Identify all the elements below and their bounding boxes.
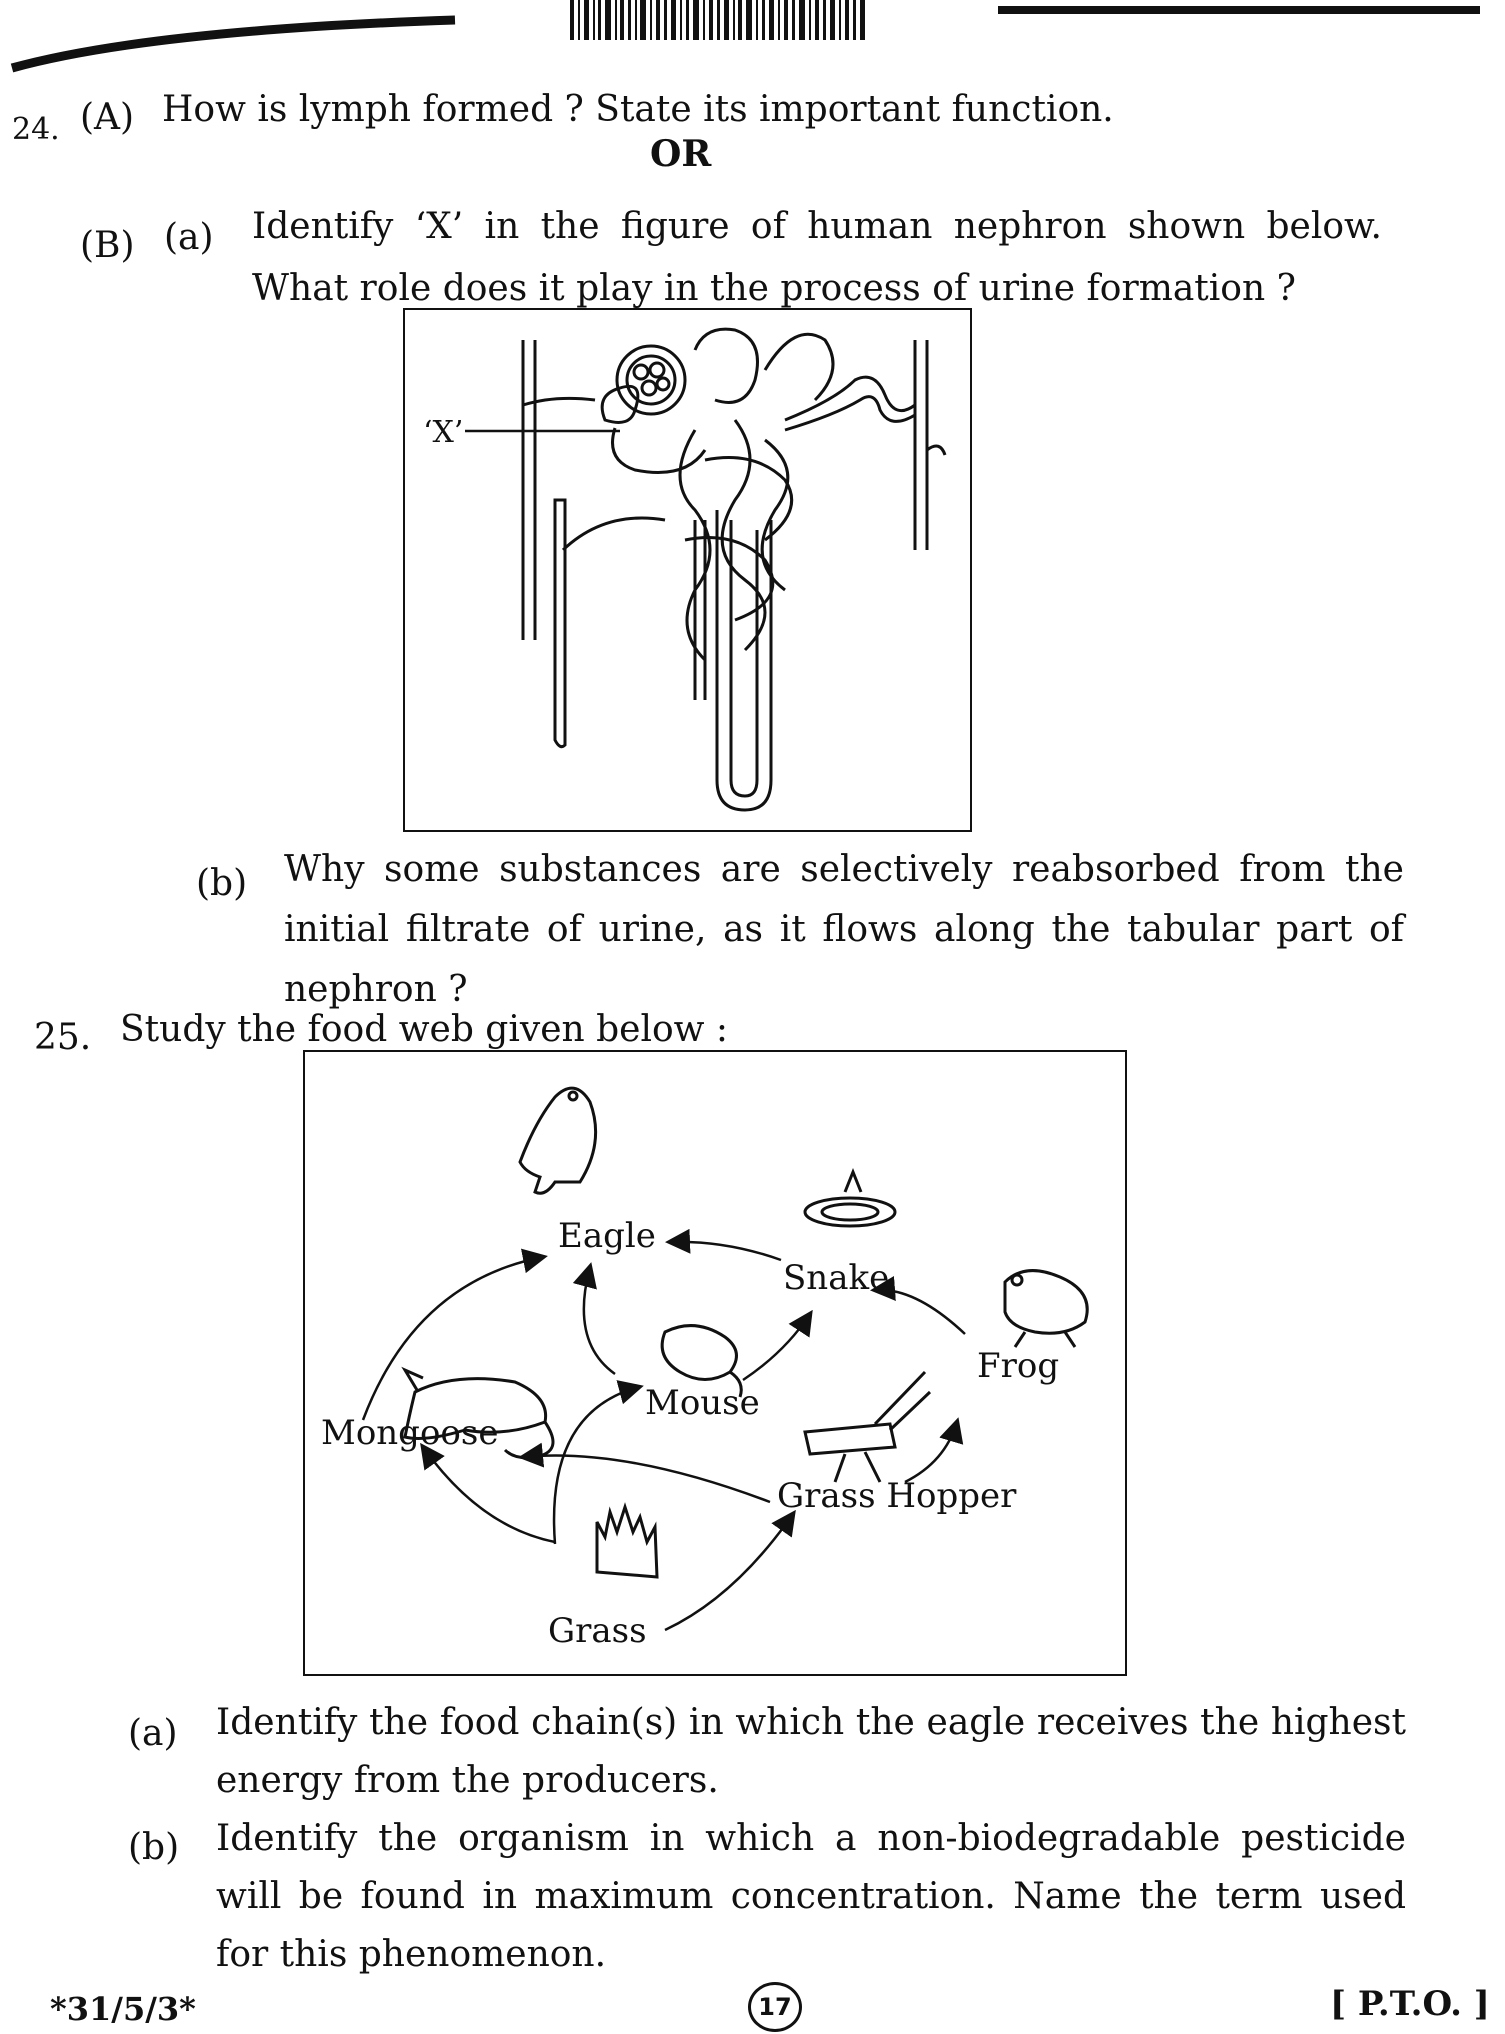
question-25-number: 25. xyxy=(34,1017,92,1058)
q25-intro: Study the food web given below : xyxy=(120,1009,729,1050)
or-divider: OR xyxy=(650,133,712,175)
q24-bb-text: Why some substances are selectively reab… xyxy=(284,849,1404,1010)
frog-icon xyxy=(1003,1269,1089,1348)
q25-a-label: (a) xyxy=(128,1713,178,1754)
mongoose-label: Mongoose xyxy=(321,1413,498,1453)
q25-b-label: (b) xyxy=(128,1827,180,1868)
grasshopper-label: Grass Hopper xyxy=(777,1476,1017,1516)
q24-a-label: (A) xyxy=(80,97,135,138)
grass-label: Grass xyxy=(548,1611,647,1651)
mouse-icon xyxy=(660,1324,743,1398)
q25-b-text: Identify the organism in which a non-bio… xyxy=(216,1818,1406,1975)
q24-b-label: (B) xyxy=(80,225,135,266)
nephron-diagram: ‘X’ xyxy=(423,327,947,812)
pto-label: [ P.T.O. ] xyxy=(1330,1984,1490,2024)
q24-ba-text: Identify ‘X’ in the figure of human neph… xyxy=(252,206,1382,309)
snake-icon xyxy=(803,1167,897,1228)
top-decoration xyxy=(10,0,1480,73)
x-label: ‘X’ xyxy=(423,415,463,450)
snake-label: Snake xyxy=(783,1258,889,1298)
q24-a-text: How is lymph formed ? State its importan… xyxy=(162,89,1114,130)
q24-ba-label: (a) xyxy=(164,217,214,258)
food-web-diagram: Eagle Snake Frog Mouse Mongoose Grass Ho… xyxy=(321,1086,1089,1651)
barcode xyxy=(568,0,868,42)
eagle-icon xyxy=(518,1086,598,1195)
eagle-label: Eagle xyxy=(558,1216,656,1256)
q25-a-text: Identify the food chain(s) in which the … xyxy=(216,1702,1406,1801)
question-24-number: 24. xyxy=(12,112,60,147)
q24-bb-label: (b) xyxy=(196,863,248,904)
frog-label: Frog xyxy=(977,1346,1059,1386)
grass-icon xyxy=(595,1502,659,1579)
page-number-badge: 17 xyxy=(748,1982,802,2032)
mouse-label: Mouse xyxy=(645,1383,760,1423)
grasshopper-icon xyxy=(803,1370,932,1483)
paper-code: *31/5/3* xyxy=(50,1990,196,2028)
food-web-figure: Eagle Snake Frog Mouse Mongoose Grass Ho… xyxy=(303,1050,1127,1676)
nephron-figure: ‘X’ xyxy=(403,308,972,832)
